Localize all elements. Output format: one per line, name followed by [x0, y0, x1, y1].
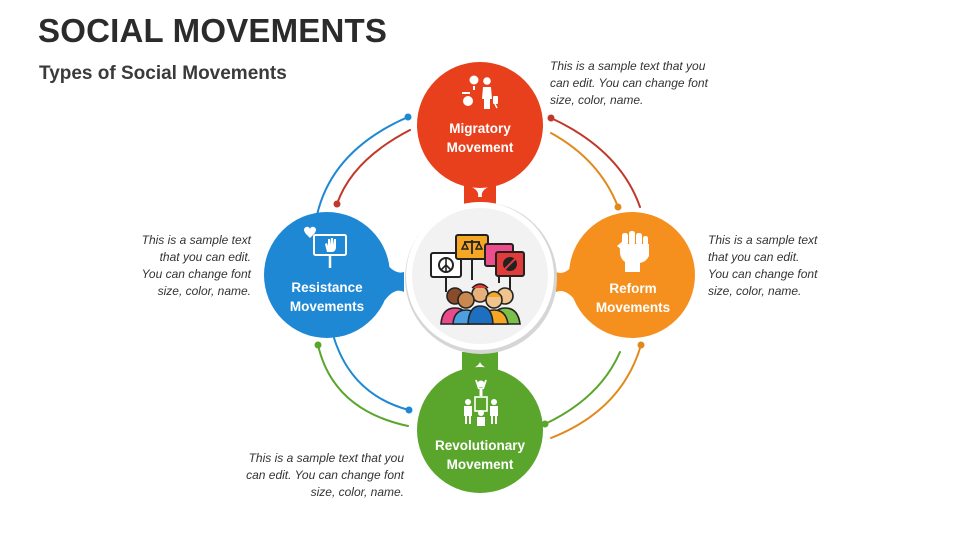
arc-bottom-left-inner — [333, 337, 410, 411]
migrant-person-icon — [462, 75, 498, 109]
revolutionary-desc-line1: This is a sample text that you — [248, 451, 404, 465]
arc-bottom-right-outer — [550, 344, 642, 439]
resistance-label-line2: Movements — [289, 299, 365, 314]
migratory-label: Migratory Movement — [420, 119, 540, 157]
arc-top-left-outer — [316, 116, 409, 216]
migratory-description: This is a sample text that you can edit.… — [550, 58, 708, 109]
reform-label-line2: Movements — [595, 300, 671, 315]
revolutionary-label-line2: Movement — [446, 457, 514, 472]
arc-top-left-inner — [336, 129, 411, 205]
connector-arcs — [316, 116, 642, 439]
migratory-label-line2: Movement — [446, 140, 514, 155]
revolutionary-label: Revolutionary Movement — [418, 436, 542, 474]
resistance-label-line1: Resistance — [291, 280, 363, 295]
revolutionary-circle — [417, 367, 543, 493]
migratory-label-line1: Migratory — [449, 121, 511, 136]
resistance-description: This is a sample text that you can edit.… — [110, 232, 251, 300]
resistance-desc-line3: You can change font — [141, 267, 251, 281]
arc-endpoints — [314, 113, 645, 428]
reform-description: This is a sample text that you can edit.… — [708, 232, 817, 300]
revolutionary-label-line1: Revolutionary — [434, 438, 526, 453]
reform-desc-line2: that you can edit. — [708, 250, 800, 264]
reform-desc-line4: size, color, name. — [708, 284, 802, 298]
page-title: SOCIAL MOVEMENTS — [38, 12, 388, 49]
revolutionary-desc-line2: can edit. You can change font — [246, 468, 404, 482]
resistance-desc-line2: that you can edit. — [159, 250, 251, 264]
reform-label: Reform Movements — [572, 279, 694, 317]
protest-crowd-icon — [430, 234, 525, 325]
arc-bottom-left-outer — [317, 344, 409, 427]
migratory-neck — [464, 185, 496, 207]
page-subtitle: Types of Social Movements — [39, 63, 287, 84]
revolutionary-description: This is a sample text that you can edit.… — [214, 450, 404, 501]
resistance-circle — [264, 212, 390, 338]
migratory-desc-line2: can edit. You can change font — [550, 76, 708, 90]
arc-bottom-right-inner — [544, 351, 621, 425]
revolutionary-neck — [462, 352, 498, 372]
migratory-circle — [417, 62, 543, 188]
raised-fist-icon — [617, 231, 649, 272]
leader-crowd-icon — [464, 379, 498, 426]
resistance-desc-line1: This is a sample text — [141, 233, 251, 247]
arc-top-right-outer — [550, 117, 641, 208]
resistance-label: Resistance Movements — [266, 278, 388, 316]
raised-hand-sign-icon — [304, 226, 347, 268]
arc-top-right-inner — [550, 132, 619, 208]
reform-label-line1: Reform — [609, 281, 657, 296]
revolutionary-desc-line3: size, color, name. — [310, 485, 404, 499]
resistance-desc-line4: size, color, name. — [157, 284, 251, 298]
migratory-desc-line1: This is a sample text that you — [550, 59, 706, 73]
reform-desc-line3: You can change font — [708, 267, 818, 281]
reform-circle — [569, 212, 695, 338]
reform-desc-line1: This is a sample text — [708, 233, 818, 247]
migratory-desc-line3: size, color, name. — [550, 93, 644, 107]
